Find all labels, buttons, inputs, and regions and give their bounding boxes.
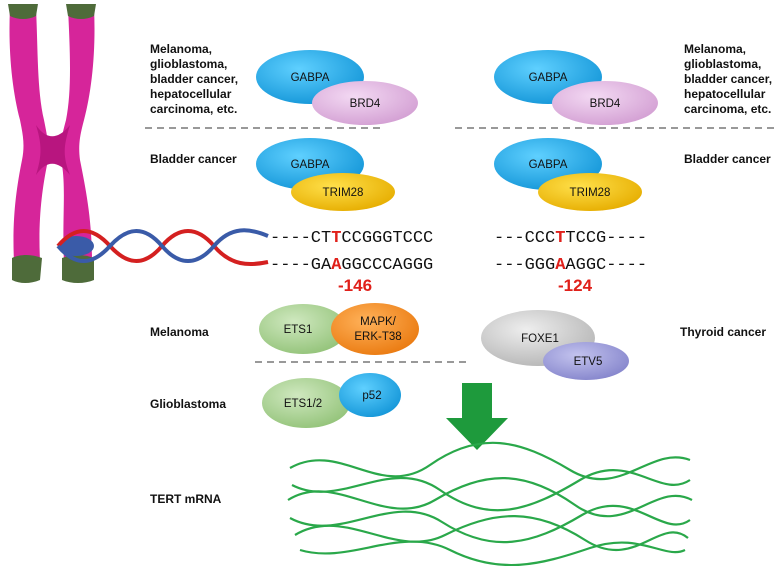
label-line: glioblastoma,	[150, 57, 228, 71]
complex-gabpa-trim28-left: GABPA TRIM28	[256, 138, 395, 211]
label-line: bladder cancer,	[150, 72, 239, 86]
ets12-label: ETS1/2	[284, 398, 322, 410]
label-line: hepatocellular	[150, 87, 232, 101]
trim28-protein	[538, 173, 642, 211]
mrna-strand	[299, 540, 686, 566]
label-line: carcinoma, etc.	[150, 102, 238, 116]
telomere-top-right	[66, 4, 96, 19]
position-minus-124: -124	[558, 276, 593, 295]
label-bladder-right: Bladder cancer	[684, 152, 771, 166]
label-glioblastoma: Glioblastoma	[150, 397, 227, 411]
p52-label: p52	[362, 390, 381, 402]
label-line: carcinoma, etc.	[684, 102, 772, 116]
mutation-site: T	[555, 229, 566, 248]
sequence-right-top: ---CCCTTCCG----	[494, 229, 647, 249]
seq-part: TCCG----	[565, 229, 648, 248]
complex-ets12-p52: ETS1/2 p52	[262, 373, 401, 428]
telomere-bottom-left	[12, 255, 42, 283]
trim28-label: TRIM28	[323, 187, 364, 199]
gabpa-label: GABPA	[529, 72, 568, 84]
down-arrow-icon	[446, 383, 508, 450]
label-line: Melanoma,	[150, 42, 213, 56]
mutation-site: T	[331, 229, 342, 248]
seq-part: ----CT	[270, 229, 332, 248]
mrna-strand	[294, 515, 689, 552]
etv5-protein	[543, 342, 629, 380]
centromere	[36, 125, 70, 175]
trim28-label: TRIM28	[570, 187, 611, 199]
ets12-protein	[262, 378, 350, 428]
label-line: bladder cancer,	[684, 72, 773, 86]
seq-part: GGCCCAGGG	[341, 256, 434, 275]
complex-gabpa-trim28-right: GABPA TRIM28	[494, 138, 642, 211]
chromosome-icon	[8, 4, 96, 283]
seq-part: AGGC----	[565, 256, 648, 275]
seq-part: CCGGGTCCC	[341, 229, 434, 248]
mapk-protein	[331, 303, 419, 355]
label-thyroid: Thyroid cancer	[680, 325, 767, 339]
complex-gabpa-brd4-right: GABPA BRD4	[494, 50, 658, 125]
mapk-label-line1: MAPK/	[360, 316, 397, 328]
label-line: glioblastoma,	[684, 57, 762, 71]
foxe1-label: FOXE1	[521, 333, 559, 345]
mrna-strands-icon	[287, 441, 693, 566]
dna-strand-blue	[56, 228, 269, 263]
complex-gabpa-brd4-left: GABPA BRD4	[256, 50, 418, 125]
mrna-strand	[289, 504, 691, 544]
brd4-label: BRD4	[590, 98, 621, 110]
gabpa-label: GABPA	[291, 72, 330, 84]
chromosome-arm-right	[60, 8, 95, 262]
position-minus-146: -146	[338, 276, 373, 295]
sequence-right-bottom: ---GGGAAGGC----	[494, 256, 647, 276]
mapk-label-line2: ERK-T38	[354, 331, 401, 343]
label-top-left: Melanoma, glioblastoma, bladder cancer, …	[150, 42, 238, 117]
chromosome-band	[58, 236, 94, 256]
telomere-top-left	[8, 4, 38, 19]
mrna-strand	[289, 441, 691, 481]
label-melanoma: Melanoma	[150, 325, 209, 339]
brd4-protein	[552, 81, 658, 125]
p52-protein	[339, 373, 401, 417]
label-tert-mrna: TERT mRNA	[150, 492, 222, 506]
seq-part: ---CCC	[494, 229, 556, 248]
etv5-label: ETV5	[574, 356, 603, 368]
sequence-left-top: ----CTTCCGGGTCCC	[270, 229, 433, 249]
sequence-left-bottom: ----GAAGGCCCAGGG	[270, 256, 433, 276]
complex-ets1-mapk: ETS1 MAPK/ ERK-T38	[259, 303, 419, 355]
seq-part: ----GA	[270, 256, 332, 275]
brd4-label: BRD4	[350, 98, 381, 110]
ets1-label: ETS1	[284, 324, 313, 336]
label-line: hepatocellular	[684, 87, 766, 101]
dna-helix-icon	[56, 228, 269, 266]
gabpa-label: GABPA	[529, 159, 568, 171]
mutation-site: A	[555, 256, 566, 275]
label-line: Melanoma,	[684, 42, 747, 56]
ets1-protein	[259, 304, 347, 354]
mrna-strand	[287, 477, 693, 518]
mutation-site: A	[331, 256, 342, 275]
brd4-protein	[312, 81, 418, 125]
mrna-strand	[291, 469, 691, 512]
label-bladder-left: Bladder cancer	[150, 152, 237, 166]
trim28-protein	[291, 173, 395, 211]
complex-foxe1-etv5: FOXE1 ETV5	[481, 310, 629, 380]
chromosome-arm-left	[9, 8, 49, 262]
gabpa-label: GABPA	[291, 159, 330, 171]
label-top-right: Melanoma, glioblastoma, bladder cancer, …	[684, 42, 772, 117]
seq-part: ---GGG	[494, 256, 556, 275]
